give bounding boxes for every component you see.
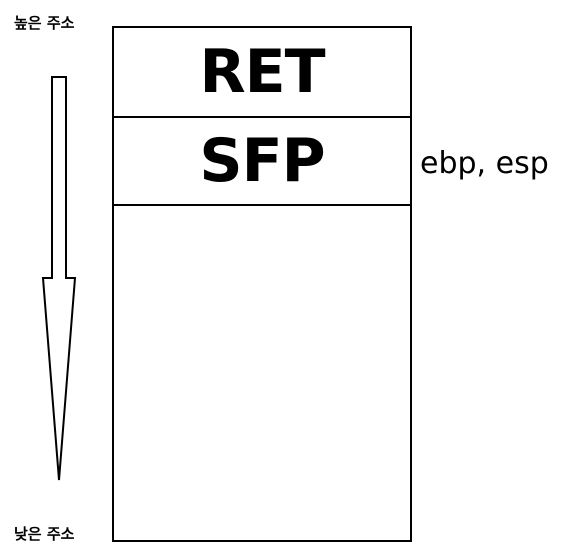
low-address-label: 낮은 주소	[14, 525, 75, 543]
arrow-shape	[41, 76, 77, 481]
stack-cell-empty	[114, 206, 410, 540]
high-address-label: 높은 주소	[14, 14, 75, 32]
stack-cell-ret-label: RET	[199, 37, 325, 107]
stack-cell-sfp: SFP	[114, 118, 410, 206]
stack-frame: RET SFP	[112, 26, 412, 542]
stack-cell-ret: RET	[114, 28, 410, 118]
register-label: ebp, esp	[420, 146, 549, 181]
stack-cell-sfp-label: SFP	[199, 126, 325, 196]
